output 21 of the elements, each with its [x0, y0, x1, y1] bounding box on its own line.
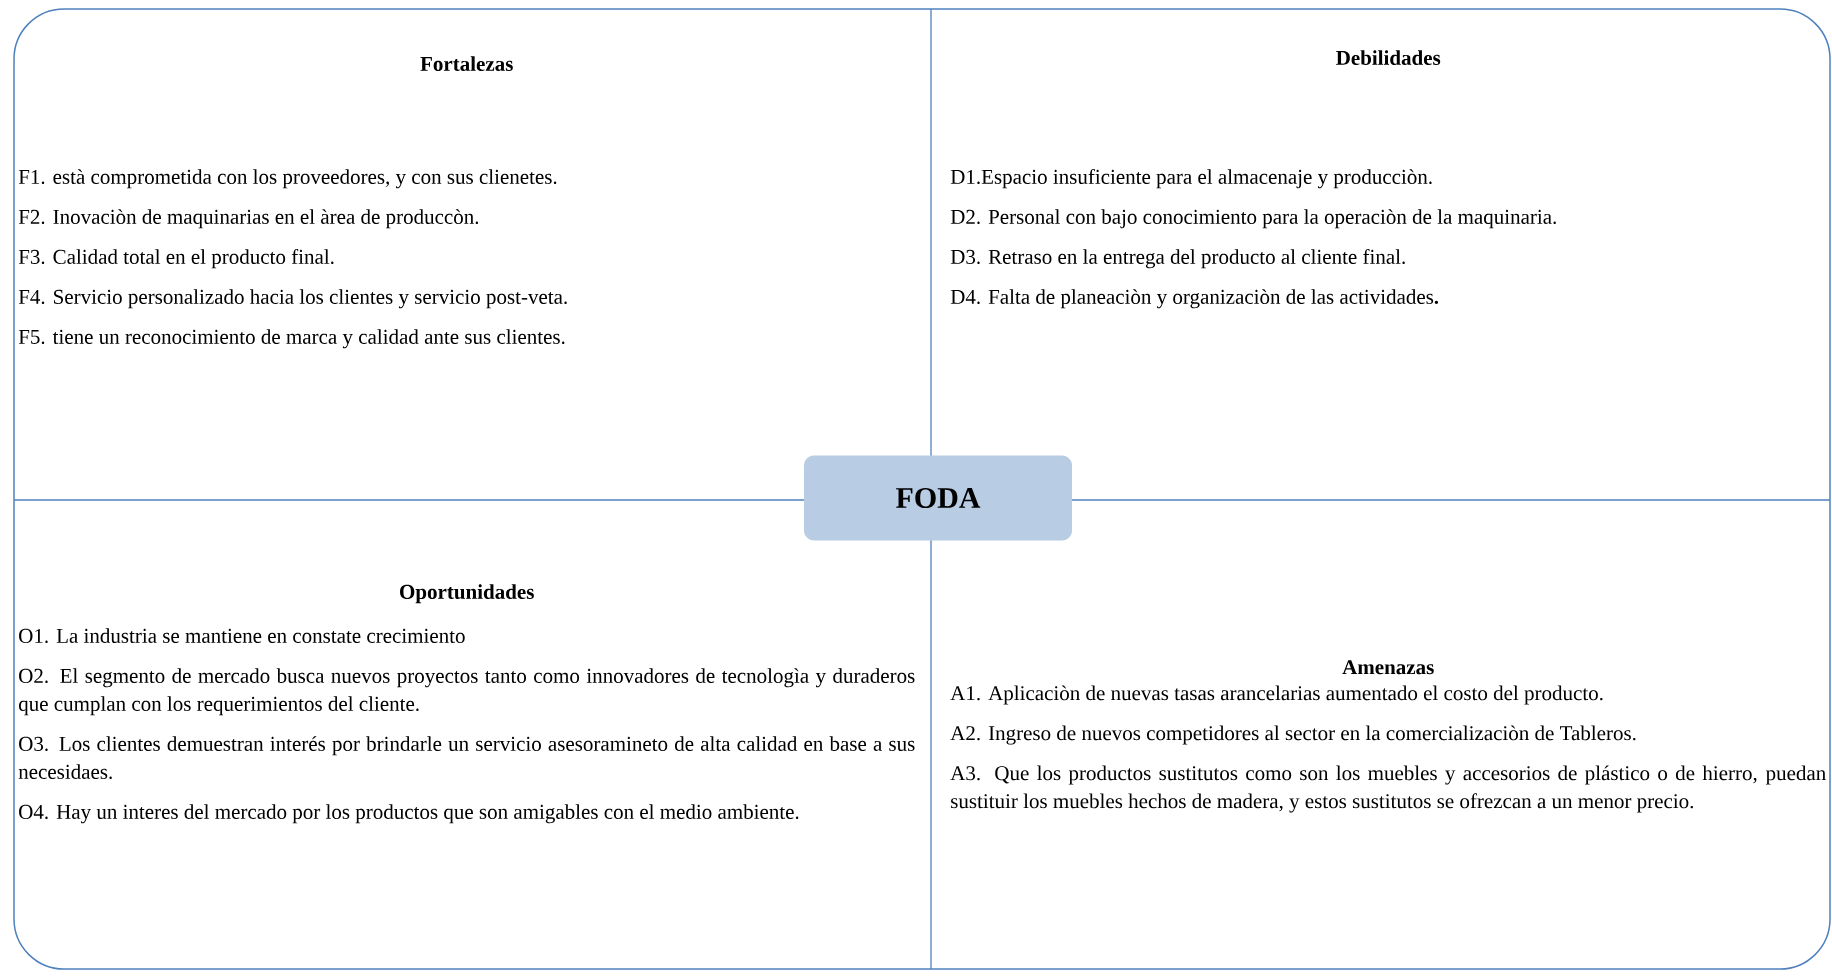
title-box: FODA — [804, 455, 1072, 541]
list-item: O4. Hay un interes del mercado por los productos que son amigables con el medio ambiente. — [19, 804, 799, 824]
list-item: F3. Calidad total en el producto final. — [18, 249, 334, 269]
list-item: F1. està comprometida con los proveedores, y con sus clienetes. — [18, 169, 557, 189]
list-item: D3. Retraso en la entrega del producto al cliente final. — [950, 249, 1405, 269]
list-item: F5. tiene un reconocimiento de marca y calidad ante sus clientes. — [18, 329, 565, 349]
list-item: D4. Falta de planeaciòn y organizaciòn de las actividades. — [950, 289, 1439, 309]
heading: Amenazas — [1342, 660, 1434, 675]
heading: Fortalezas — [420, 56, 513, 71]
list-item: F4. Servicio personalizado hacia los clientes y servicio post-veta. — [18, 289, 567, 309]
list-item: F2. Inovaciòn de maquinarias en el àrea de produccòn. — [18, 209, 479, 229]
list-item: O3. Los clientes demuestran interés por brindarle un servicio asesoramineto de alta calidad en base a sus necesidaes. — [18, 736, 915, 780]
list-item: A1. Aplicaciòn de nuevas tasas arancelarias aumentado el costo del producto. — [950, 685, 1603, 705]
list-item: O1. La industria se mantiene en constate crecimiento — [19, 628, 465, 644]
list-item: O2. El segmento de mercado busca nuevos proyectos tanto como innovadores de tecnologìa y duraderos que cumplan con los requerimientos del cliente. — [18, 668, 915, 716]
list-item: D2. Personal con bajo conocimiento para la operaciòn de la maquinaria. — [950, 209, 1556, 229]
heading: Oportunidades — [400, 584, 534, 604]
list-item: A2. Ingreso de nuevos competidores al sector en la comercializaciòn de Tableros. — [950, 725, 1636, 745]
heading: Debilidades — [1336, 50, 1441, 65]
list-item: A3. Que los productos sustitutos como son los muebles y accesorios de plástico o de hierro, puedan sustituir los muebles hechos de madera, y estos sustitutos se ofrezcan a un menor precio. — [950, 765, 1826, 813]
list-item: D1.Espacio insuficiente para el almacenaje y producciòn. — [950, 169, 1432, 189]
